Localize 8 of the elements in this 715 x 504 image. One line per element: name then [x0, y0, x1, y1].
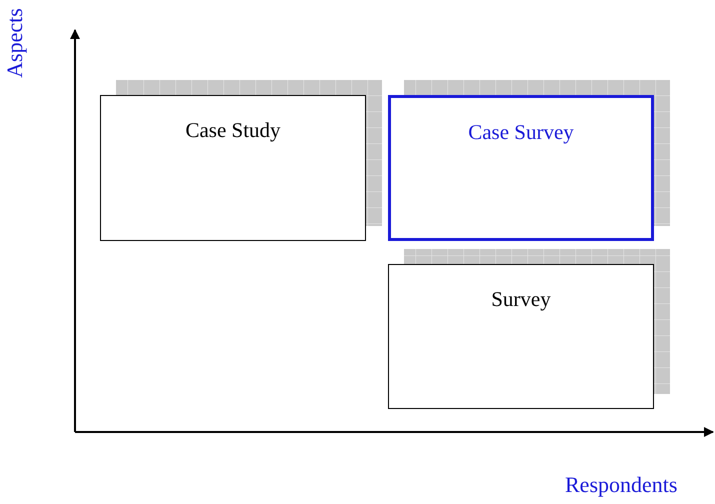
quadrant-title: Survey	[490, 287, 552, 312]
quadrant-title: Case Survey	[467, 120, 575, 145]
quadrant-box	[388, 95, 654, 241]
quadrant-title: Case Study	[184, 118, 282, 143]
x-axis-label: Respondents	[565, 472, 678, 498]
y-axis-label: Aspects	[2, 8, 28, 78]
quadrant-box	[100, 95, 366, 241]
quadrant-box	[388, 264, 654, 409]
